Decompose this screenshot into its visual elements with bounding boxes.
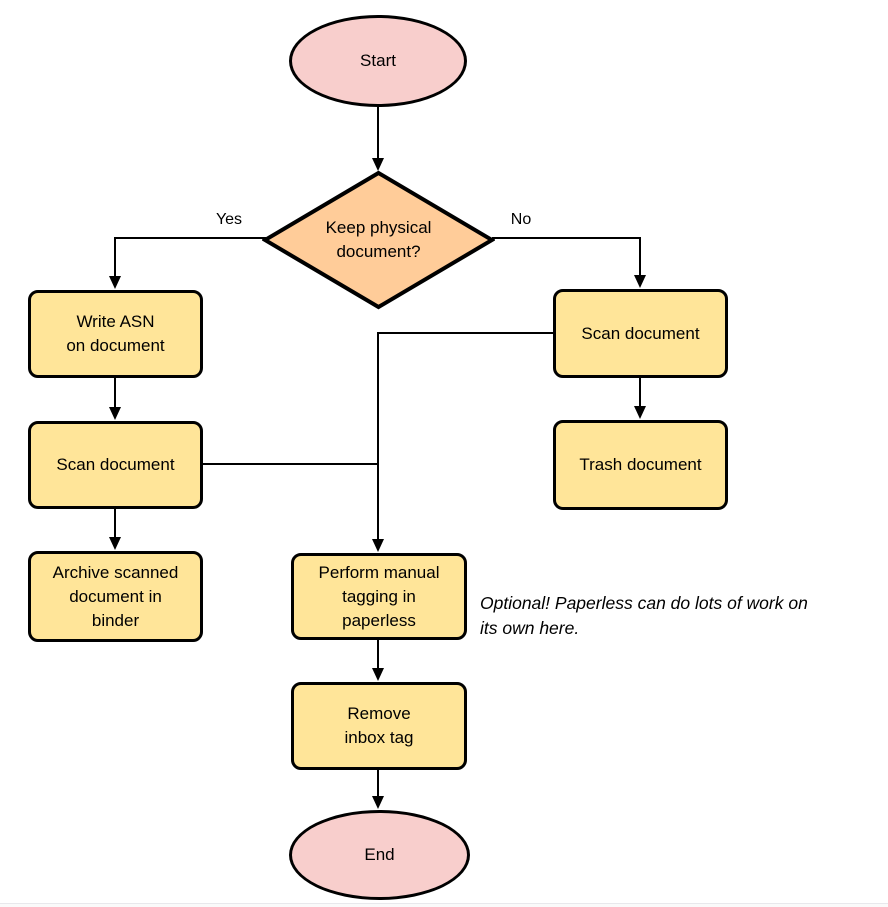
start-node-label: Start <box>360 51 396 70</box>
process-scan-document-right: Scan document <box>553 289 728 378</box>
edge-writeasn-scan-line <box>114 378 116 409</box>
decision-node-label: Keep physical document? <box>325 218 432 261</box>
process-archive-document: Archive scanned document in binder <box>28 551 203 642</box>
process-remove-inbox-tag: Remove inbox tag <box>291 682 467 770</box>
decision-node: Keep physical document? <box>261 170 496 310</box>
edge-remove-end-line <box>377 770 379 798</box>
edge-perform-remove-arrowhead-icon <box>372 668 384 681</box>
edge-scanleft-junction-line <box>203 463 379 465</box>
end-node-label: End <box>364 845 395 864</box>
edge-scanright-junction-line <box>377 332 555 334</box>
edge-remove-end-arrowhead-icon <box>372 796 384 809</box>
end-node: End <box>289 810 470 900</box>
decision-diamond-shape <box>261 170 496 310</box>
edge-no-arrowhead-icon <box>634 275 646 288</box>
process-trash-document: Trash document <box>553 420 728 510</box>
process-trash-document-label: Trash document <box>579 455 702 474</box>
edge-yes-horizontal-line <box>114 237 266 239</box>
edge-label-no: No <box>499 211 543 229</box>
process-scan-document-left: Scan document <box>28 421 203 509</box>
process-scan-document-left-label: Scan document <box>56 455 175 474</box>
process-archive-document-label: Archive scanned document in binder <box>52 562 179 630</box>
edge-yes-arrowhead-icon <box>109 276 121 289</box>
process-write-asn-label: Write ASN on document <box>66 312 165 355</box>
edge-scan-archive-line <box>114 509 116 539</box>
process-manual-tagging: Perform manual tagging in paperless <box>291 553 467 640</box>
edge-start-decision-arrowhead-icon <box>372 158 384 171</box>
edge-writeasn-scan-arrowhead-icon <box>109 407 121 420</box>
page-bottom-divider <box>0 903 888 904</box>
start-node: Start <box>289 15 467 107</box>
edge-junction-perform-arrowhead-icon <box>372 539 384 552</box>
edge-start-decision-line <box>377 107 379 160</box>
edge-scanright-trash-line <box>639 378 641 408</box>
edge-scanright-trash-arrowhead-icon <box>634 406 646 419</box>
edge-scan-archive-arrowhead-icon <box>109 537 121 550</box>
edge-no-vertical-line <box>639 237 641 277</box>
process-manual-tagging-label: Perform manual tagging in paperless <box>318 562 440 630</box>
process-remove-inbox-tag-label: Remove inbox tag <box>344 704 414 747</box>
process-scan-document-right-label: Scan document <box>581 323 700 343</box>
optional-note: Optional! Paperless can do lots of work … <box>480 593 808 638</box>
edge-junction-perform-line <box>377 332 379 541</box>
edge-label-yes: Yes <box>207 211 251 229</box>
edge-no-horizontal-line <box>492 237 641 239</box>
page-bottom-strip <box>0 904 888 907</box>
edge-yes-vertical-line <box>114 237 116 278</box>
process-write-asn: Write ASN on document <box>28 290 203 378</box>
edge-perform-remove-line <box>377 640 379 670</box>
